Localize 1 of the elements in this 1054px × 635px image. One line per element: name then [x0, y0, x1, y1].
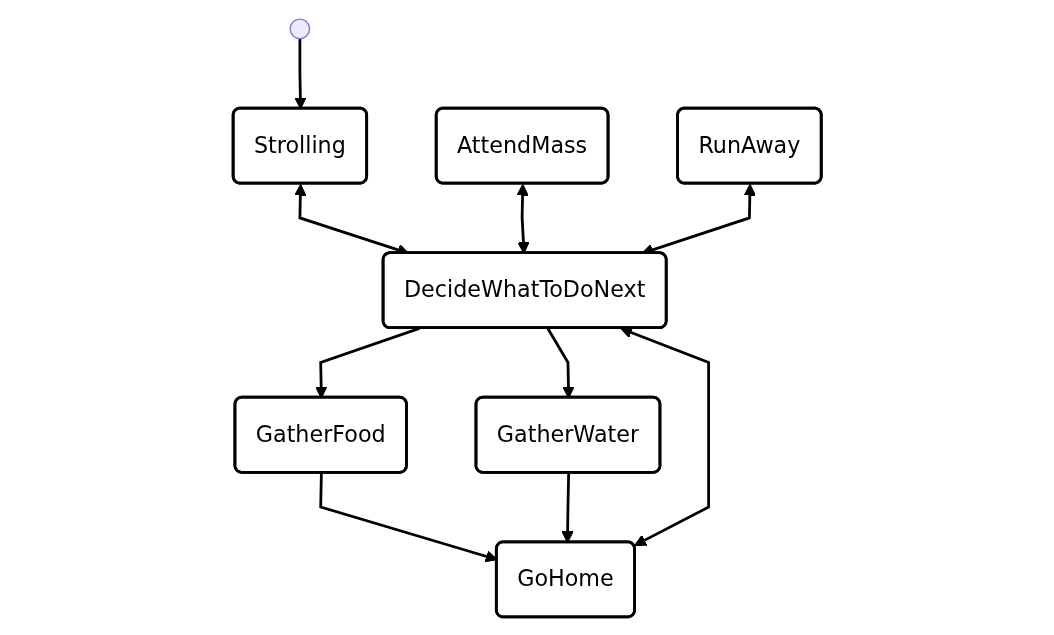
node-circle: [289, 17, 311, 39]
